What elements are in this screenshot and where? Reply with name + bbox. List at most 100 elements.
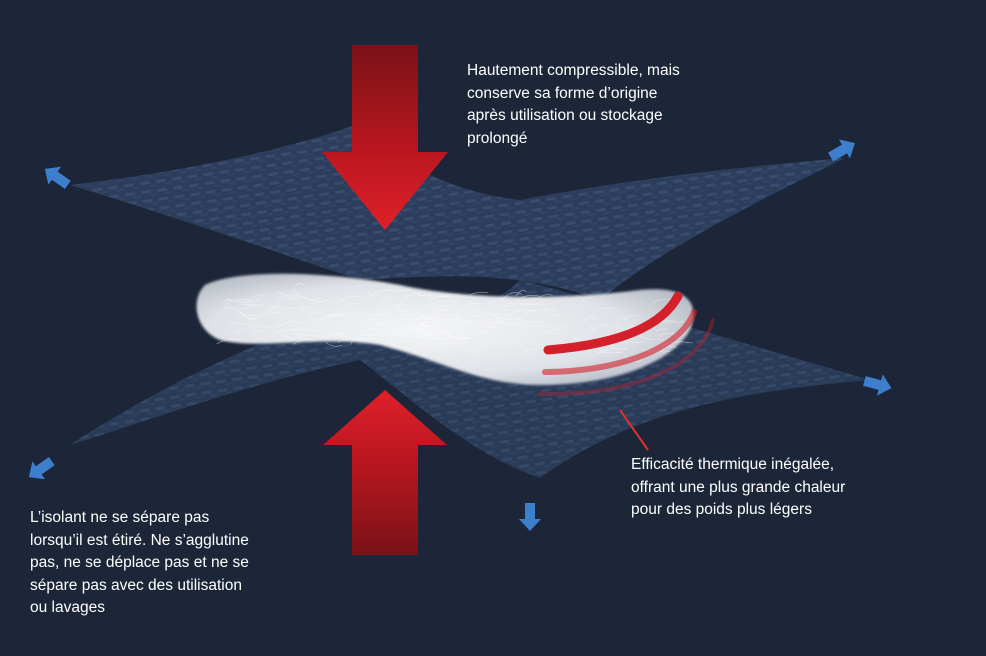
fiber-strand [657,333,676,337]
callout-line: conserve sa forme d’origine [467,84,658,102]
callout-line: pas, ne se déplace pas et ne se [30,554,249,571]
fiber-strand [578,296,593,307]
callout-line: Hautement compressible, mais [467,62,680,79]
fiber-strand [277,294,299,303]
fiber-strand [353,310,387,316]
fiber-strand [355,337,381,341]
fiber-strand [270,308,305,315]
fiber-strand [651,298,670,303]
fiber-strand [573,336,589,342]
fiber-strand [427,296,451,301]
fiber-strand [393,303,412,312]
callout-line: Efficacité thermique inégalée, [631,456,835,473]
fiber-strand [389,289,413,296]
fiber-strand [336,295,366,304]
fiber-strand [413,327,449,335]
fiber-strand [264,311,285,318]
fiber-strand [466,311,481,317]
fiber-strand [365,317,378,321]
upper-fabric-layer [70,125,845,300]
fiber-strand [373,323,387,325]
fiber-strand [484,322,508,331]
fiber-strand [596,348,626,355]
fiber-strand [497,318,520,326]
callout-line: pour des poids plus légers [631,501,812,518]
fiber-strand [397,304,408,306]
fiber-strand [262,306,292,316]
fiber-strand [418,318,432,327]
fiber-strand [517,297,546,305]
fiber-strand [244,305,261,310]
fiber-strand [484,318,497,328]
fiber-strand [292,282,305,293]
fiber-strand [339,331,371,342]
fiber-strand [300,306,312,309]
compress-down-arrow [322,45,448,230]
fiber-strand [376,309,389,318]
fiber-strand [299,325,316,331]
fiber-strand [470,322,485,326]
fiber-strand [388,340,418,349]
fiber-strand [589,324,614,334]
fiber-strand [443,330,474,339]
fiber-strand [504,315,523,325]
fiber-strand [660,345,677,353]
fiber-strand [506,309,538,318]
callout-line: sépare pas avec des utilisation [30,576,242,594]
fiber-strand [226,298,254,303]
fiber-strand [236,312,264,316]
fiber-strand [221,299,235,304]
fiber-strand [518,343,535,351]
fiber-strand [295,292,330,302]
fiber-strand [524,309,556,313]
fiber-strand [241,303,264,306]
fiber-strand [272,328,306,334]
fiber-strand [623,315,640,321]
fiber-strand [465,347,492,355]
fiber-strand [596,307,616,310]
fiber-strand [445,316,479,322]
fiber-strand [428,300,459,306]
fiber-strand [341,321,356,327]
fiber-strand [366,291,379,297]
fiber-strand [350,335,362,346]
stretch-arrow-top-right [828,139,855,162]
fiber-strand [373,328,398,335]
fiber-strand [416,311,441,320]
thermal-efficiency-callout: Efficacité thermique inégalée, offrant u… [631,454,845,522]
fiber-strand [266,306,280,309]
fiber-strand [276,329,302,339]
stretch-stability-callout: L’isolant ne se sépare pas lorsqu’il est… [30,507,249,620]
fiber-strand [424,338,450,340]
thermal-leader-line [619,409,649,451]
stretch-arrow-right [863,374,892,396]
fiber-strand [461,331,494,340]
fiber-strand [551,324,568,328]
fiber-strand [469,291,489,296]
compress-up-arrow [323,390,447,555]
fiber-strand [583,316,597,323]
fiber-strand [371,289,399,297]
fiber-strand [228,320,257,325]
fiber-strand [293,333,318,336]
fiber-strand [434,314,446,320]
fiber-strand [273,321,305,331]
fiber-strand [418,320,430,327]
fiber-strand [519,323,553,328]
fiber-strand [515,290,527,297]
fiber-strand [656,328,668,332]
fiber-strand [341,302,361,310]
fiber-strand [425,342,459,345]
fiber-strand [326,313,351,319]
stretch-arrow-bottom-left [28,457,55,480]
fiber-strand [234,325,270,334]
fiber-strand [319,313,345,322]
stretch-arrow-top-left [44,166,71,189]
fiber-strand [457,315,472,324]
callout-line: offrant une plus grande chaleur [631,478,846,496]
callout-line: prolongé [467,129,528,147]
fiber-strand [544,329,562,333]
fiber-strand [401,293,422,303]
callout-line: lorsqu’il est étiré. Ne s’agglutine [30,531,249,549]
